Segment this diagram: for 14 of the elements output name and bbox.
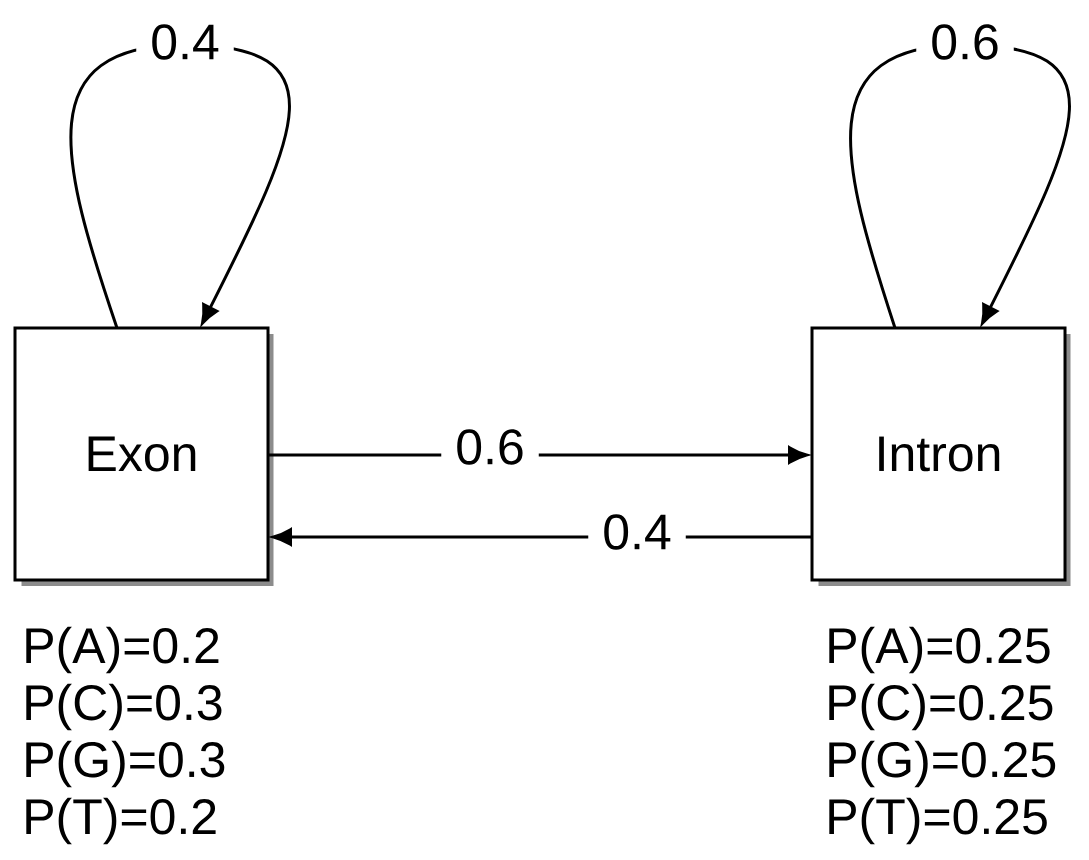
emission-text: P(G)=0.3: [26, 740, 225, 788]
state-box: Intron: [810, 326, 1071, 586]
edge-label: 0.4: [588, 512, 686, 552]
emission-text: P(C)=0.3: [26, 683, 222, 731]
emission-text: P(T)=0.25: [829, 797, 1047, 845]
edge-label: 0.6: [916, 22, 1014, 62]
state-box: Exon: [13, 326, 274, 586]
emission-text: P(A)=0.2: [26, 626, 219, 674]
edge-label: 0.4: [136, 22, 234, 62]
edge-label: 0.6: [441, 427, 539, 467]
emission-text: P(T)=0.2: [26, 797, 216, 845]
emission-text: P(C)=0.25: [829, 683, 1053, 731]
emission-text: P(A)=0.25: [829, 626, 1050, 674]
emission-text: P(G)=0.25: [829, 740, 1056, 788]
